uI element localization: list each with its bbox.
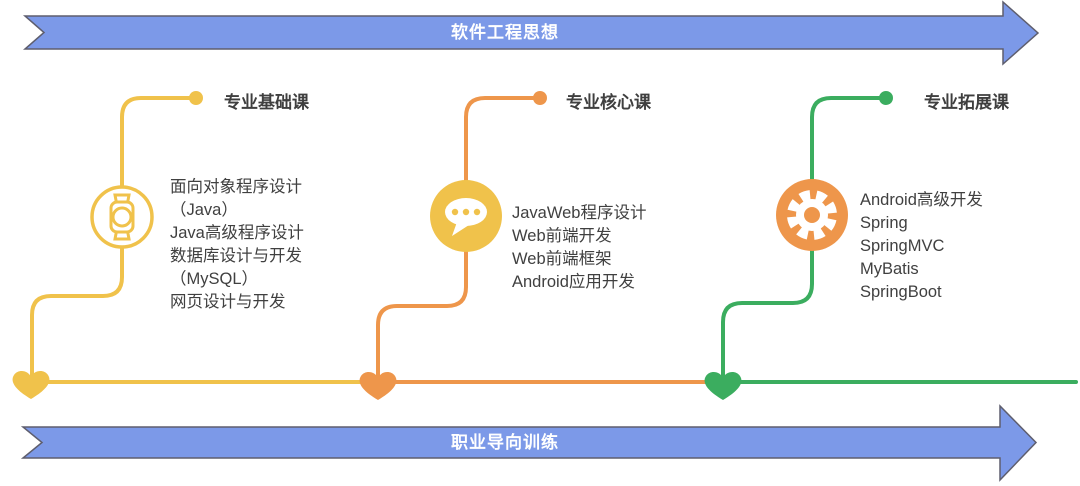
heart-node-yellow [12, 371, 50, 399]
bottom-ribbon-arrow [20, 404, 1038, 482]
course-item: （MySQL） [170, 270, 259, 288]
course-item: MyBatis [860, 260, 919, 278]
course-item: 网页设计与开发 [170, 293, 286, 311]
heart-node-green [704, 372, 742, 400]
branch3-dot [879, 91, 893, 105]
course-item: SpringBoot [860, 283, 942, 301]
branch2-course-list: JavaWeb程序设计 Web前端开发 Web前端框架 Android应用开发 [512, 202, 646, 294]
course-item: JavaWeb程序设计 [512, 204, 647, 222]
chat-bubble-icon [430, 180, 502, 252]
course-item: Web前端开发 [512, 227, 612, 245]
course-item: Android应用开发 [512, 273, 635, 291]
course-item: Web前端框架 [512, 250, 612, 268]
branch2-dot [533, 91, 547, 105]
course-item: Spring [860, 214, 908, 232]
branch2-label: 专业核心课 [566, 93, 651, 112]
heart-node-orange [359, 372, 397, 400]
smartwatch-icon [90, 185, 154, 249]
course-item: （Java） [170, 201, 238, 219]
top-banner-label: 软件工程思想 [451, 23, 559, 42]
right-arrow-shape [22, 0, 1040, 66]
course-item: Java高级程序设计 [170, 224, 304, 242]
branch3-course-list: Android高级开发 Spring SpringMVC MyBatis Spr… [860, 189, 983, 304]
course-item: 面向对象程序设计 [170, 178, 302, 196]
right-arrow-shape [20, 404, 1038, 482]
course-item: SpringMVC [860, 237, 945, 255]
top-ribbon-arrow [22, 0, 1040, 66]
branch1-dot [189, 91, 203, 105]
course-item: Android高级开发 [860, 191, 983, 209]
branch3-label: 专业拓展课 [924, 93, 1009, 112]
branch1-course-list: 面向对象程序设计 （Java） Java高级程序设计 数据库设计与开发 （MyS… [170, 176, 304, 314]
gear-icon [776, 179, 848, 251]
course-item: 数据库设计与开发 [170, 247, 302, 265]
branch1-label: 专业基础课 [224, 93, 309, 112]
bottom-banner-label: 职业导向训练 [451, 433, 559, 452]
